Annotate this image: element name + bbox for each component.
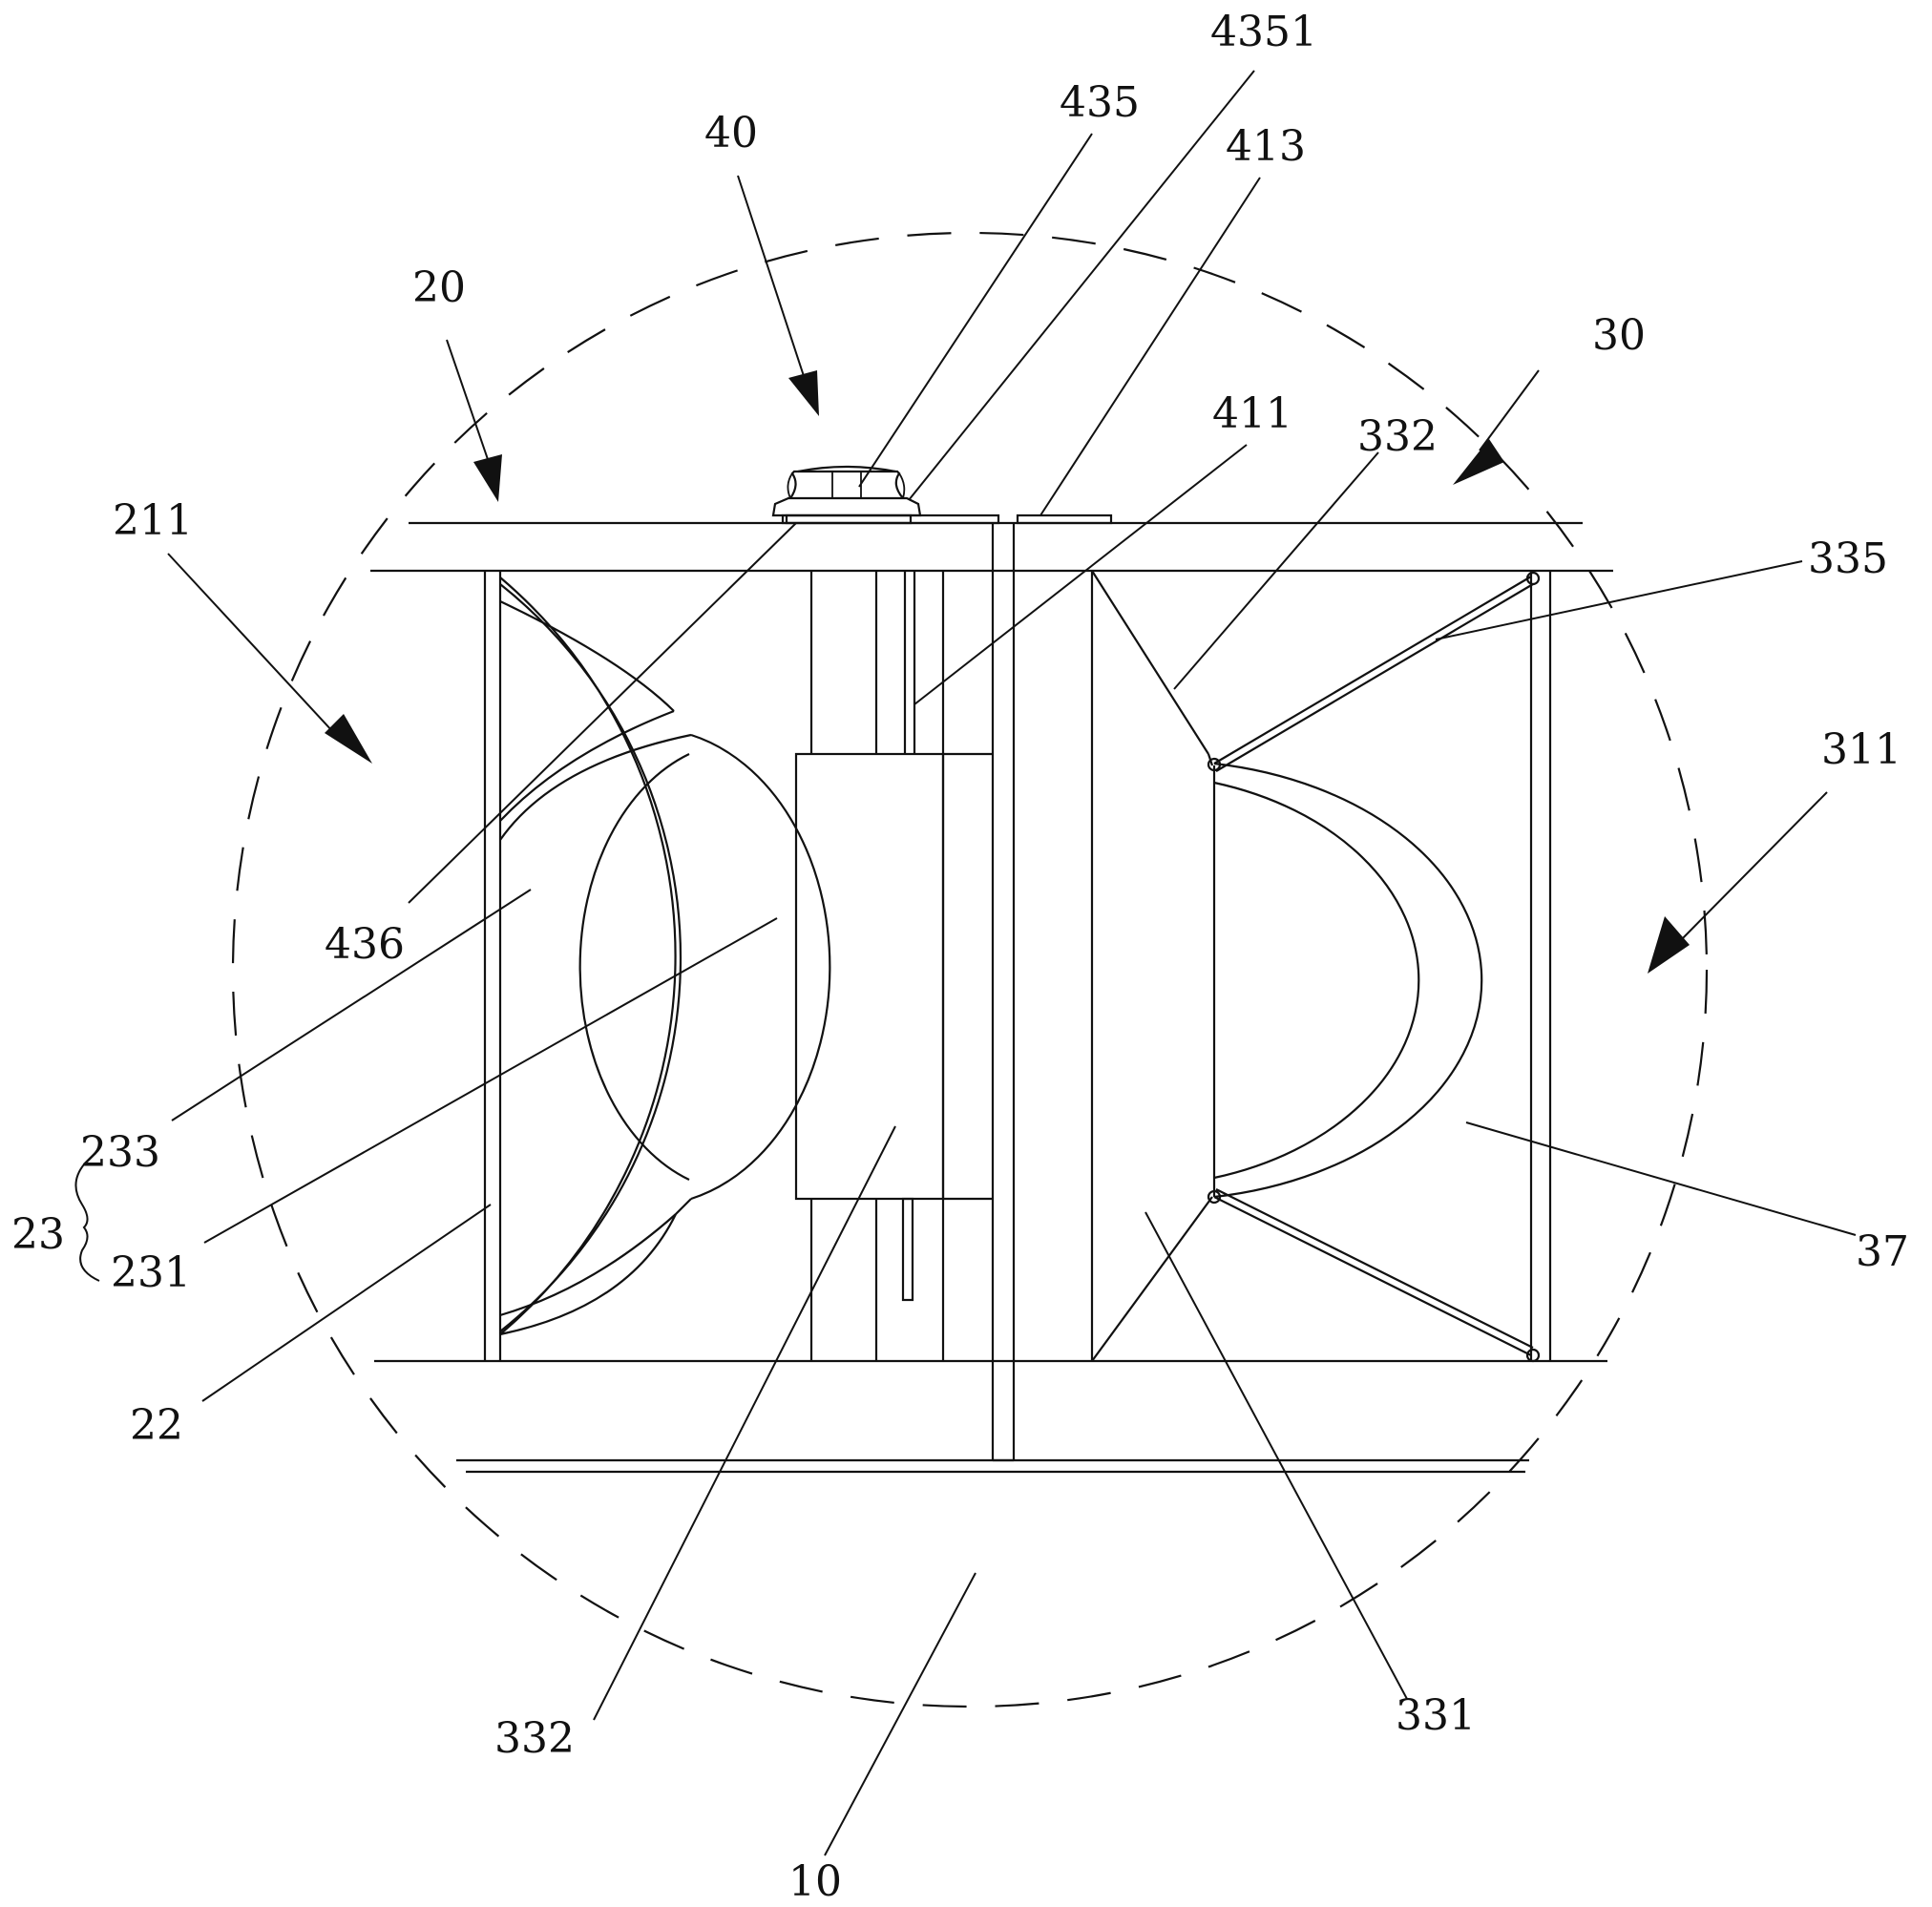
label-20: 20 [412,263,466,312]
pivot-point [1207,757,1222,772]
reference-labels: 4351 435 413 40 20 30 411 332 335 211 31… [11,8,1909,1906]
label-23: 23 [11,1210,65,1259]
label-335: 335 [1808,534,1888,583]
label-10: 10 [788,1857,842,1906]
label-331: 331 [1396,1691,1476,1740]
label-22: 22 [130,1401,183,1450]
label-211: 211 [113,496,193,545]
label-30: 30 [1592,311,1646,360]
label-311: 311 [1821,725,1901,774]
leader-lines [74,70,1857,1856]
label-435: 435 [1060,78,1140,127]
bottom-rail [374,1359,1607,1474]
central-shaft [785,513,1113,1462]
label-436: 436 [325,920,405,969]
label-413: 413 [1226,122,1306,171]
direction-arrows [167,175,1828,974]
label-332-top: 332 [1357,412,1438,461]
pivot-point [1525,571,1541,586]
left-housing [483,571,945,1361]
pivot-point [1525,1348,1541,1363]
label-233: 233 [80,1128,160,1177]
motor-block [794,752,945,1201]
label-37: 37 [1856,1227,1909,1276]
label-411: 411 [1212,389,1292,438]
dashed-boundary-circle [231,231,1709,1708]
label-40: 40 [704,109,758,157]
label-332-bottom: 332 [494,1714,575,1763]
label-231: 231 [111,1248,191,1297]
label-4351: 4351 [1210,8,1317,56]
right-housing [1090,570,1552,1363]
knob [771,465,922,525]
pivot-point [1207,1189,1222,1205]
